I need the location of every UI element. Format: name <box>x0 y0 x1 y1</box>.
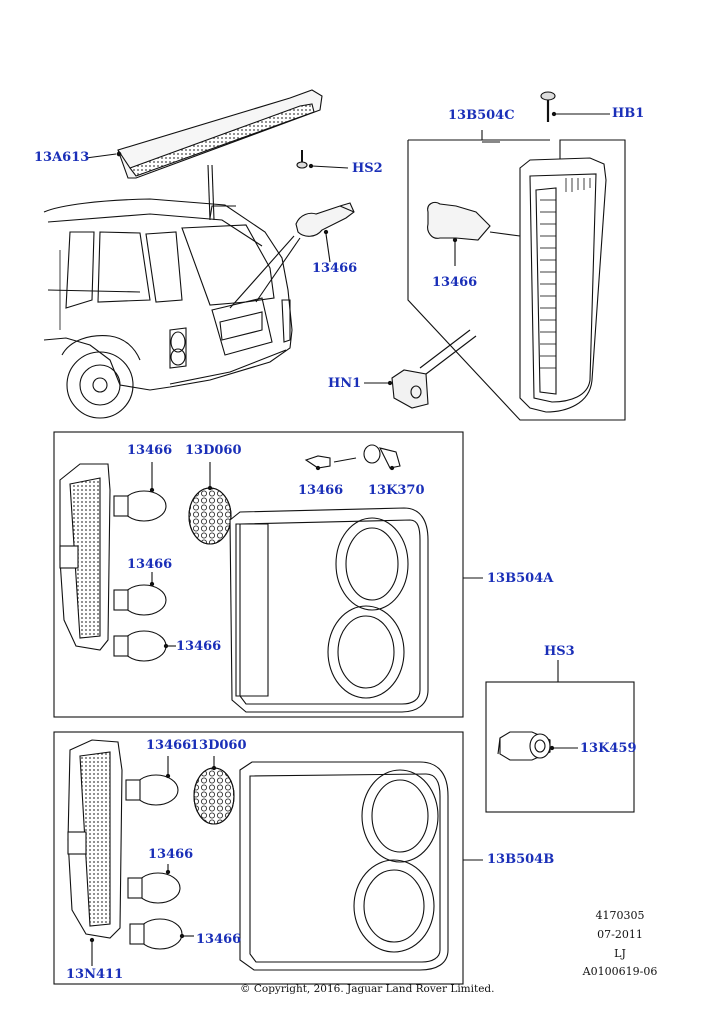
label-13K370[interactable]: 13K370 <box>368 483 425 498</box>
label-HN1[interactable]: HN1 <box>328 376 362 391</box>
box-13B504C <box>364 91 626 421</box>
vehicle-illustration <box>43 198 293 419</box>
copyright-notice: © Copyright, 2016. Jaguar Land Rover Lim… <box>240 983 495 995</box>
wedge-bulb-top <box>295 202 355 237</box>
label-13466-b2[interactable]: 13466 <box>148 847 194 862</box>
screw-hs2 <box>296 150 314 169</box>
label-13466-b3[interactable]: 13466 <box>196 932 242 947</box>
drawing-date: 07-2011 <box>597 928 643 941</box>
drawing-number: A0100619-06 <box>582 965 658 978</box>
drawing-initials: LJ <box>614 947 626 960</box>
label-HB1[interactable]: HB1 <box>612 106 645 121</box>
label-13K459[interactable]: 13K459 <box>580 741 637 756</box>
box-13B504B <box>53 731 483 985</box>
label-13A613[interactable]: 13A613 <box>34 150 90 165</box>
high-mount-stop-lamp <box>116 89 323 179</box>
label-13466-a2[interactable]: 13466 <box>298 483 344 498</box>
label-13466-top[interactable]: 13466 <box>312 261 358 276</box>
label-13B504A[interactable]: 13B504A <box>487 571 554 586</box>
label-HS3[interactable]: HS3 <box>544 644 575 659</box>
box-13B504A <box>53 431 483 718</box>
label-13N411[interactable]: 13N411 <box>66 967 124 982</box>
label-13466-c[interactable]: 13466 <box>432 275 478 290</box>
label-13466-a3[interactable]: 13466 <box>127 557 173 572</box>
label-13466-a4[interactable]: 13466 <box>176 639 222 654</box>
label-13B504B[interactable]: 13B504B <box>487 852 555 867</box>
label-13D060-a[interactable]: 13D060 <box>185 443 242 458</box>
box-HS3 <box>485 660 635 813</box>
drawing-ref-number: 4170305 <box>595 909 645 922</box>
label-13466-b1[interactable]: 13466 <box>146 738 192 753</box>
label-13D060-b[interactable]: 13D060 <box>190 738 247 753</box>
label-HS2[interactable]: HS2 <box>352 161 383 176</box>
label-13466-a1[interactable]: 13466 <box>127 443 173 458</box>
label-13B504C[interactable]: 13B504C <box>448 108 515 123</box>
